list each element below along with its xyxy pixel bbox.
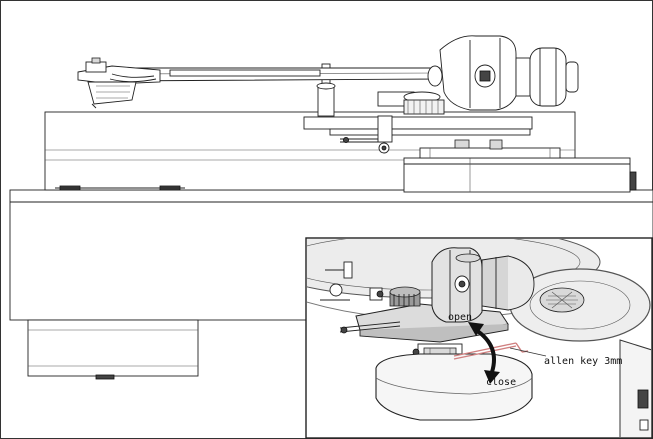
inset-vta-knob	[369, 286, 421, 307]
plinth-foot	[27, 319, 199, 380]
inset-plinth-corner	[619, 339, 651, 437]
label-close: close	[486, 377, 516, 388]
motor-housing	[403, 139, 637, 193]
tonearm-base	[303, 91, 533, 154]
inset-detail: open close allen key 3mm	[305, 237, 653, 439]
inset-arm-rest	[320, 261, 353, 301]
allen-key-shaft	[453, 342, 517, 357]
label-open: open	[448, 312, 472, 323]
label-allen-key: allen key 3mm	[544, 356, 622, 367]
arrowhead-open	[468, 322, 484, 336]
headshell-cartridge	[77, 57, 161, 109]
rotation-arrow	[468, 322, 500, 384]
tonearm-pivot	[427, 35, 579, 111]
inset-pivot-housing	[431, 247, 535, 323]
allen-key-leader	[509, 347, 547, 357]
arrowhead-close	[484, 370, 500, 384]
